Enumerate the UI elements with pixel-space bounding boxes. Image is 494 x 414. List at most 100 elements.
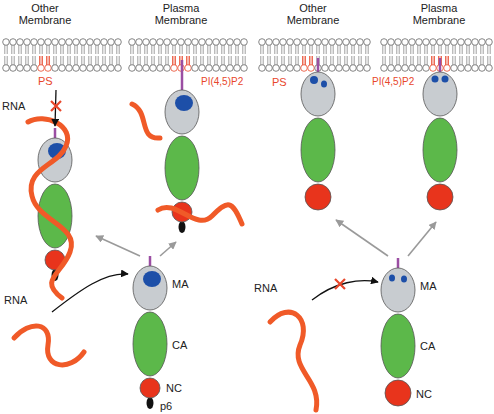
lipid-head bbox=[308, 65, 315, 72]
lipid-head bbox=[220, 65, 227, 72]
lipid-head bbox=[486, 39, 493, 46]
lipid-head bbox=[17, 65, 24, 72]
ma-domain bbox=[423, 72, 457, 116]
lipid-label: PS bbox=[272, 76, 287, 88]
domain-label: CA bbox=[420, 340, 435, 352]
lipid-tail bbox=[75, 45, 77, 54]
lipid-head bbox=[458, 65, 465, 72]
lipid-head bbox=[287, 39, 294, 46]
lipid-tail bbox=[331, 56, 333, 65]
lipid-tail bbox=[261, 45, 263, 54]
lipid-head bbox=[3, 39, 10, 46]
lipid-head bbox=[409, 65, 416, 72]
lipid-head bbox=[241, 39, 248, 46]
ca-domain bbox=[381, 314, 415, 378]
lipid-head bbox=[129, 39, 136, 46]
lipid-head bbox=[38, 65, 45, 72]
lipid-head bbox=[24, 65, 31, 72]
lipid-head bbox=[164, 65, 171, 72]
lipid-tail bbox=[236, 56, 238, 65]
rna-strand bbox=[14, 326, 84, 365]
lipid-head bbox=[73, 65, 80, 72]
basic-patch bbox=[389, 275, 395, 282]
transition-arrow bbox=[160, 242, 176, 256]
lipid-head bbox=[199, 39, 206, 46]
block-cross bbox=[51, 101, 61, 111]
lipid-tail bbox=[208, 45, 210, 54]
lipid-tail bbox=[425, 45, 427, 54]
lipid-tail bbox=[173, 45, 175, 54]
lipid-tail bbox=[131, 56, 133, 65]
lipid-tail bbox=[352, 45, 354, 54]
transition-arrow bbox=[336, 220, 388, 256]
ma-domain bbox=[165, 90, 199, 134]
lipid-tail bbox=[345, 45, 347, 54]
lipid-head bbox=[266, 39, 273, 46]
lipid-tail bbox=[222, 56, 224, 65]
lipid-head bbox=[280, 65, 287, 72]
lipid-tail bbox=[159, 56, 161, 65]
lipid-tail bbox=[117, 45, 119, 54]
domain-label: MA bbox=[420, 280, 437, 292]
rna-strand bbox=[132, 104, 160, 138]
rna-strand bbox=[158, 205, 242, 224]
lipid-head bbox=[444, 39, 451, 46]
lipid-head bbox=[308, 39, 315, 46]
nc-domain bbox=[140, 378, 160, 398]
lipid-tail bbox=[345, 56, 347, 65]
lipid-head bbox=[465, 39, 472, 46]
lipid-tail bbox=[166, 56, 168, 65]
lipid-tail bbox=[89, 45, 91, 54]
lipid-tail bbox=[359, 56, 361, 65]
lipid-head bbox=[227, 65, 234, 72]
lipid-head bbox=[273, 39, 280, 46]
ma-domain bbox=[133, 266, 167, 310]
lipid-head bbox=[301, 39, 308, 46]
lipid-head bbox=[45, 65, 52, 72]
lipid-tail bbox=[138, 45, 140, 54]
lipid-head bbox=[381, 39, 388, 46]
lipid-head bbox=[157, 65, 164, 72]
lipid-tail bbox=[474, 56, 476, 65]
lipid-tail bbox=[201, 56, 203, 65]
lipid-tail bbox=[296, 56, 298, 65]
lipid-tail bbox=[460, 56, 462, 65]
lipid-head bbox=[444, 65, 451, 72]
domain-label: NC bbox=[416, 388, 432, 400]
lipid-tail bbox=[82, 45, 84, 54]
myristate-group bbox=[149, 256, 152, 266]
lipid-head bbox=[395, 65, 402, 72]
lipid-head bbox=[87, 39, 94, 46]
lipid-head bbox=[388, 65, 395, 72]
lipid-tail bbox=[432, 56, 434, 65]
lipid-head bbox=[157, 39, 164, 46]
nc-domain bbox=[385, 380, 411, 406]
lipid-head bbox=[388, 39, 395, 46]
lipid-head bbox=[164, 39, 171, 46]
lipid-head bbox=[115, 65, 122, 72]
lipid-tail bbox=[474, 45, 476, 54]
lipid-tail bbox=[222, 45, 224, 54]
lipid-tail bbox=[404, 45, 406, 54]
lipid-head bbox=[472, 65, 479, 72]
lipid-tail bbox=[68, 45, 70, 54]
lipid-head bbox=[31, 65, 38, 72]
lipid-tail bbox=[446, 56, 448, 65]
transition-arrow bbox=[408, 222, 436, 256]
lipid-head bbox=[31, 39, 38, 46]
lipid-tail bbox=[96, 56, 98, 65]
lipid-tail bbox=[110, 56, 112, 65]
lipid-tail bbox=[12, 56, 14, 65]
membrane-label: Plasma Membrane bbox=[408, 2, 470, 26]
lipid-tail bbox=[467, 56, 469, 65]
lipid-tail bbox=[47, 45, 49, 54]
lipid-tail bbox=[61, 45, 63, 54]
lipid-head bbox=[266, 65, 273, 72]
lipid-head bbox=[416, 65, 423, 72]
lipid-head bbox=[287, 65, 294, 72]
lipid-tail bbox=[103, 56, 105, 65]
lipid-head bbox=[213, 65, 220, 72]
lipid-tail bbox=[145, 56, 147, 65]
lipid-head bbox=[94, 39, 101, 46]
lipid-head bbox=[17, 39, 24, 46]
